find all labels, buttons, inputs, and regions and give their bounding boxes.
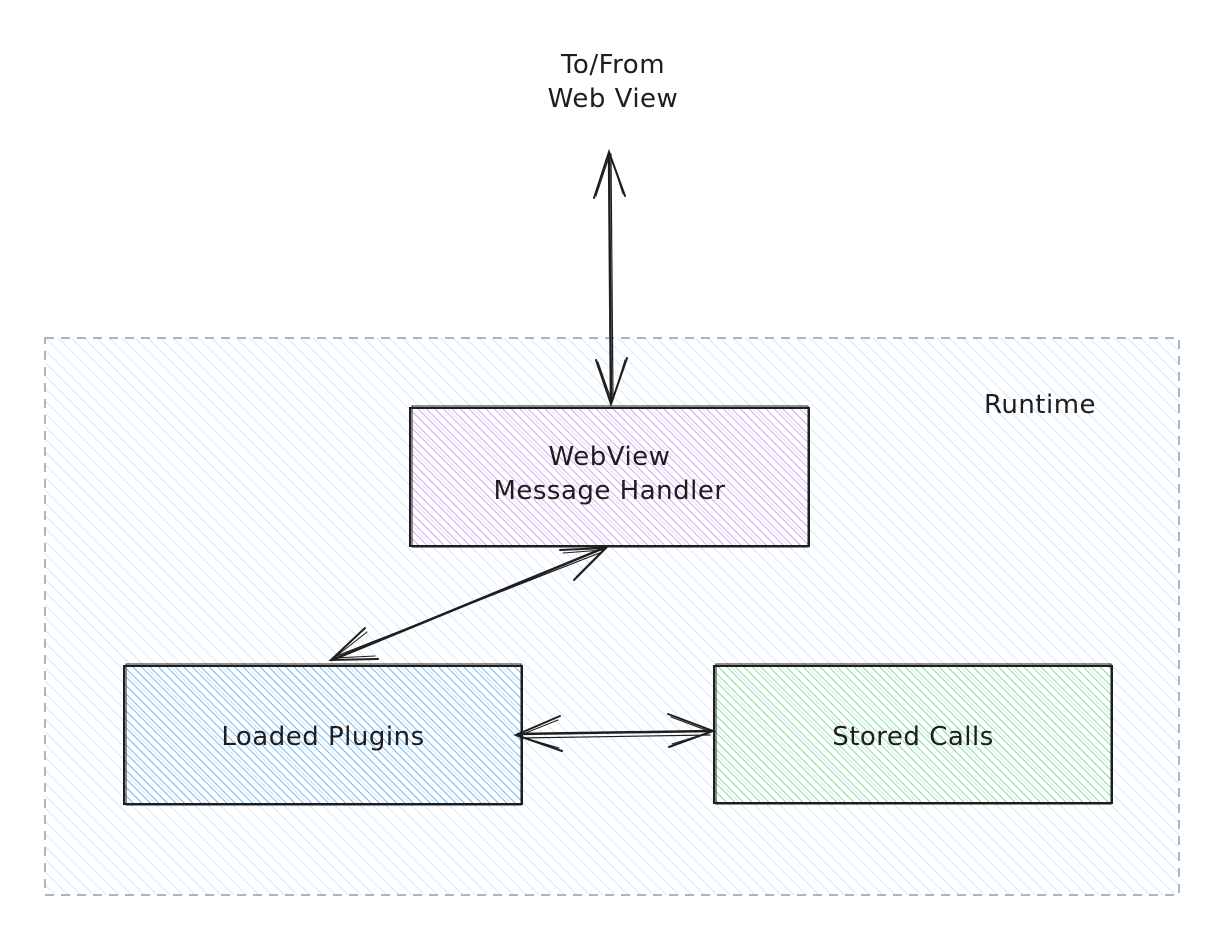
arrow-plugins-storedcalls xyxy=(513,713,716,752)
message-handler-label: WebView Message Handler xyxy=(410,440,809,508)
arrow-webview-handler xyxy=(593,148,628,408)
stored-calls-box[interactable] xyxy=(713,663,1113,805)
external-label-line2: Web View xyxy=(547,84,679,114)
external-label-line1: To/From xyxy=(560,50,666,80)
message-handler-box[interactable] xyxy=(409,405,810,548)
loaded-plugins-box[interactable] xyxy=(123,663,523,806)
loaded-plugins-label: Loaded Plugins xyxy=(221,722,425,752)
arrow-handler-plugins xyxy=(328,546,609,662)
external-label: To/From Web View xyxy=(513,48,713,116)
runtime-label: Runtime xyxy=(983,390,1097,420)
message-handler-label-line1: WebView xyxy=(548,442,671,472)
message-handler-label-line2: Message Handler xyxy=(493,476,726,506)
stored-calls-label: Stored Calls xyxy=(832,722,994,752)
